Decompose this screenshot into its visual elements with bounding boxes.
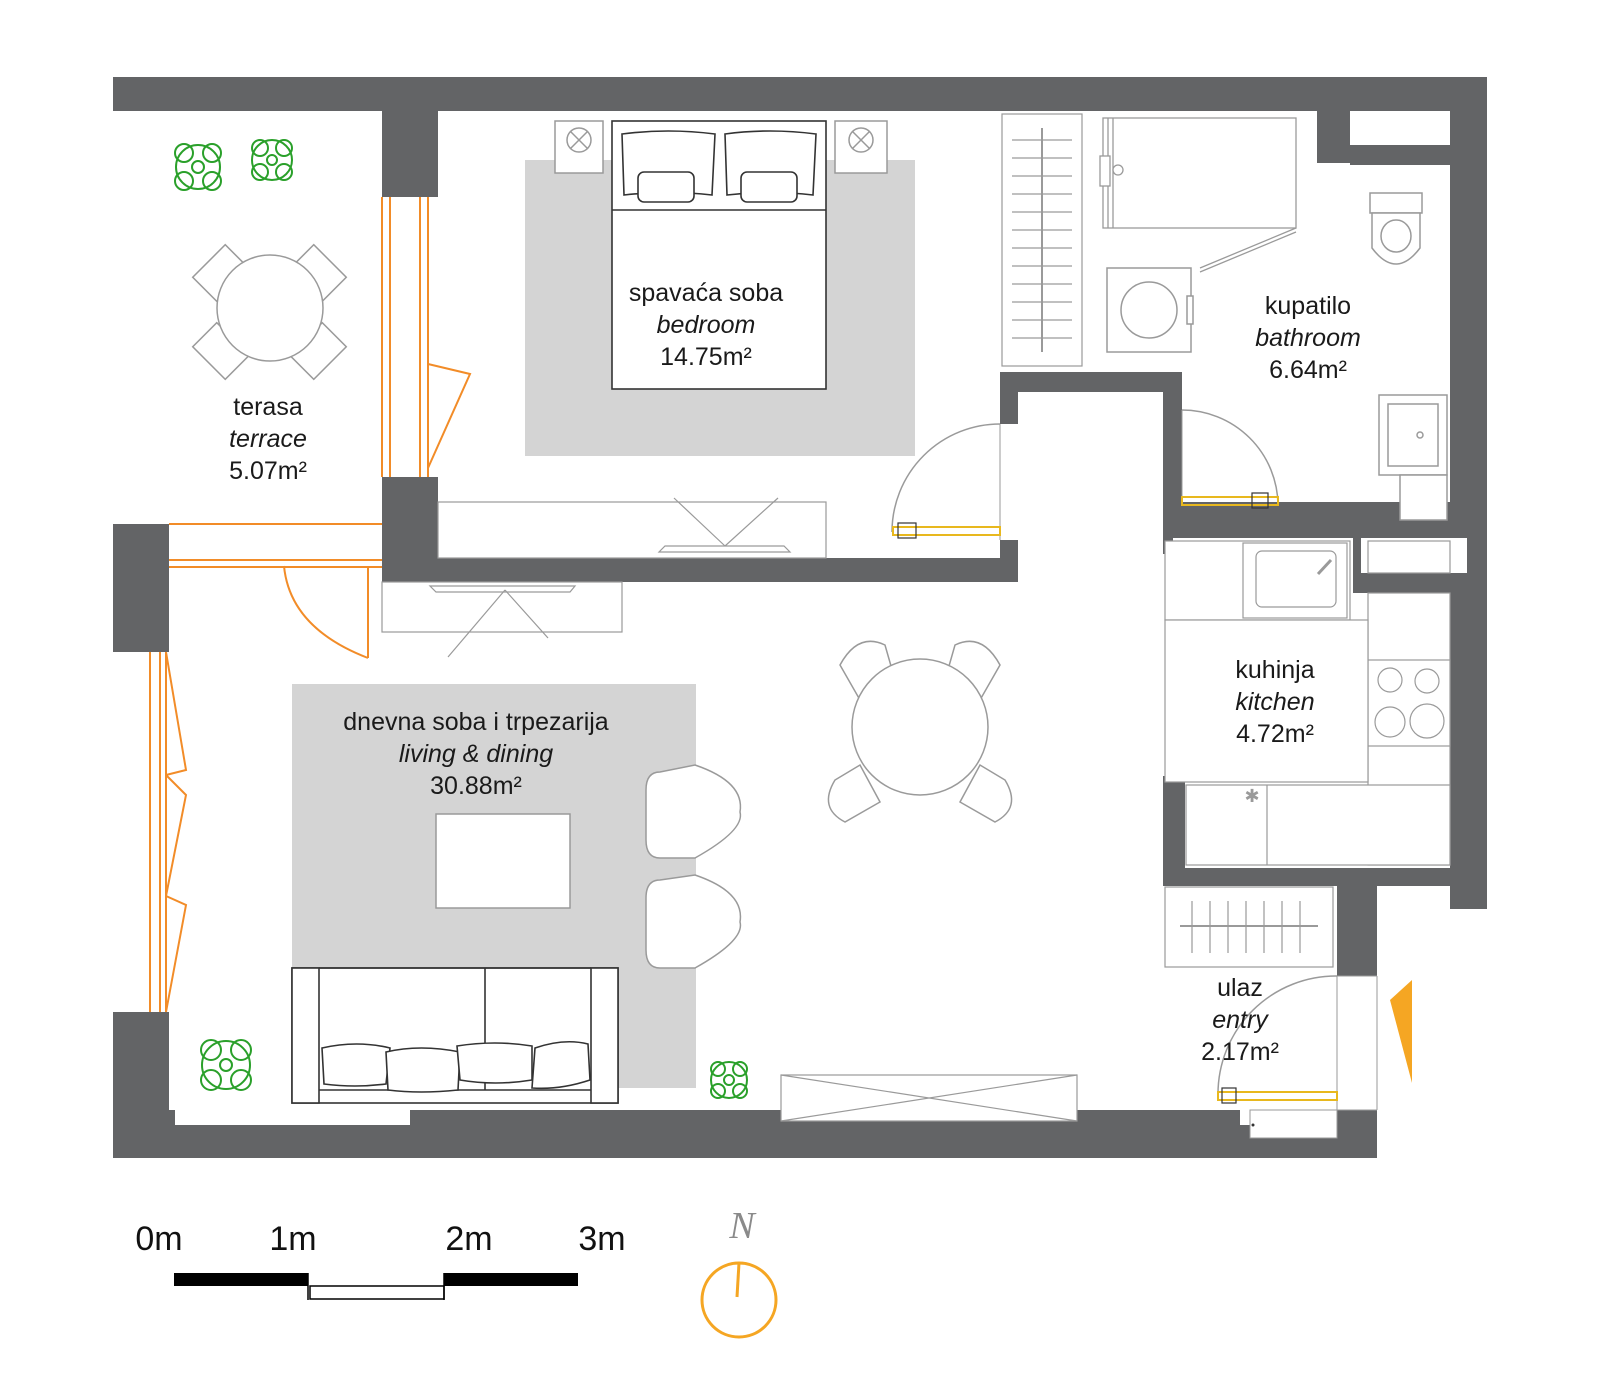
scale-bar [174,1273,578,1300]
room-area: 30.88m² [430,772,522,800]
room-name-en: entry [1212,1006,1268,1034]
scale-label-0: 0m [135,1220,183,1258]
bed [611,120,827,390]
room-label-terrace: terasa terrace 5.07m² [229,391,307,487]
room-name-local: terasa [233,393,303,421]
room-name-local: spavaća soba [628,279,784,307]
room-label-kitchen: kuhinja kitchen 4.72m² [1235,654,1314,750]
nightstand [554,120,888,174]
room-name-en: bedroom [656,311,756,339]
doors [891,409,1378,1139]
room-area: 14.75m² [660,343,752,371]
toilet [1369,192,1423,265]
washing-machine [1106,267,1194,353]
wardrobe [1001,113,1083,367]
bathroom-sink [1378,394,1448,521]
kitchen-counter [1164,540,1451,866]
entry-marker [1251,1123,1255,1127]
room-name-en: terrace [229,425,307,453]
room-label-bedroom: spavaća soba bedroom 14.75m² [629,277,783,373]
dishwasher-icon: ✱ [1244,786,1259,807]
bar-chairs [645,764,742,969]
room-area: 2.17m² [1201,1038,1279,1066]
sofa [291,967,619,1104]
compass-icon [700,1261,778,1339]
room-area: 6.64m² [1269,356,1347,384]
sideboard [780,1074,1078,1122]
room-name-local: ulaz [1217,974,1263,1002]
compass-north-label: N [729,1205,755,1247]
plant-icon [174,139,748,1099]
room-name-local: kupatilo [1264,292,1352,320]
bedroom-tv-cabinet [437,497,827,559]
room-name-local: kuhinja [1235,656,1315,684]
room-area: 4.72m² [1236,720,1314,748]
coffee-table [435,813,571,909]
room-name-local: dnevna soba i trpezarija [343,708,609,736]
terrace-table-set [191,243,348,381]
room-label-bathroom: kupatilo bathroom 6.64m² [1255,290,1361,386]
tv-cabinet [381,581,623,658]
windows [149,197,472,1013]
scale-label-1: 1m [269,1220,317,1258]
entry-closet [1164,886,1334,968]
room-name-en: living & dining [398,740,554,768]
entry-arrow-icon [1390,980,1412,1083]
room-name-en: bathroom [1255,324,1361,352]
room-name-en: kitchen [1235,688,1315,716]
scale-label-2: 2m [445,1220,493,1258]
dining-table-set [827,640,1013,823]
scale-label-3: 3m [578,1220,626,1258]
room-area: 5.07m² [229,457,307,485]
room-label-entry: ulaz entry 2.17m² [1201,972,1279,1068]
shower [1099,117,1297,273]
room-label-living: dnevna soba i trpezarija living & dining… [343,706,608,802]
